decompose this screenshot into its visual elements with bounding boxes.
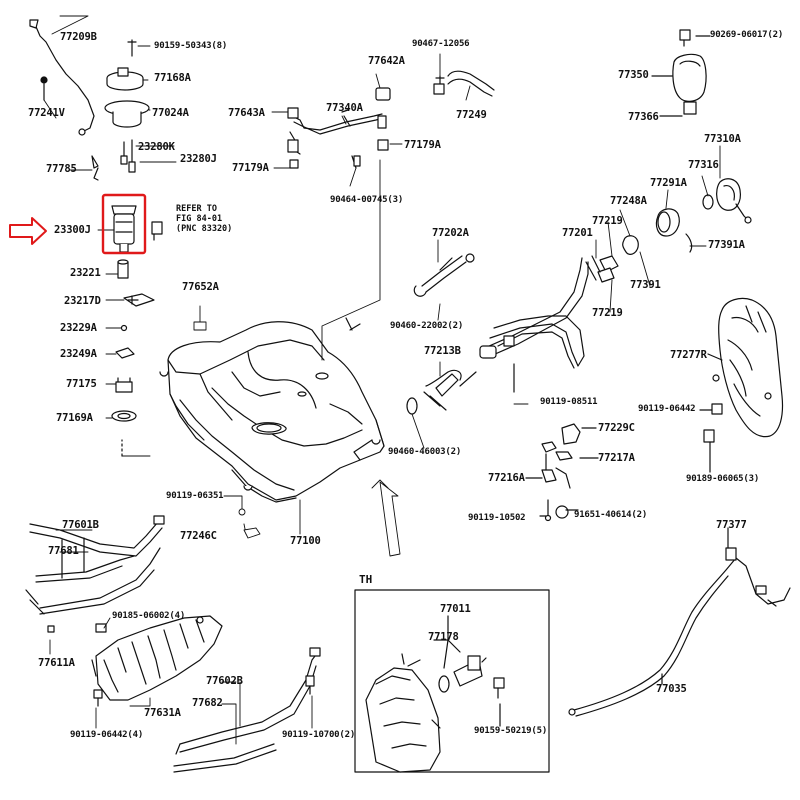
part-label[interactable]: 77213B — [424, 345, 461, 357]
part-label[interactable]: 23280K — [138, 141, 175, 153]
part-label[interactable]: 90119-06442(4) — [70, 730, 144, 740]
part-label[interactable]: 77201 — [562, 227, 593, 239]
part-label[interactable]: 77229C — [598, 422, 635, 434]
part-label[interactable]: 90159-50219(5) — [474, 726, 548, 736]
inset-title: TH — [359, 573, 373, 586]
part-label[interactable]: 77035 — [656, 683, 687, 695]
part-label[interactable]: 77202A — [432, 227, 469, 239]
part-label[interactable]: 23249A — [60, 348, 97, 360]
tank-band-left — [25, 515, 165, 615]
part-label[interactable]: 77366 — [628, 111, 659, 123]
part-label[interactable]: 77642A — [368, 55, 405, 67]
part-label[interactable]: 77246C — [180, 530, 217, 542]
part-label[interactable]: 90464-00745(3) — [330, 195, 404, 205]
part-label[interactable]: 90460-22002(2) — [390, 321, 464, 331]
part-label[interactable]: 77011 — [440, 603, 471, 615]
part-label[interactable]: 77217A — [598, 452, 635, 464]
part-label[interactable]: 77179A — [404, 139, 441, 151]
part-label[interactable]: 77602B — [206, 675, 243, 687]
part-label[interactable]: 23217D — [64, 295, 101, 307]
part-label[interactable]: 23280J — [180, 153, 217, 165]
part-label[interactable]: 77249 — [456, 109, 487, 121]
part-label[interactable]: 90189-06065(3) — [686, 474, 760, 484]
highlight-marker — [9, 193, 147, 255]
part-label[interactable]: 77175 — [66, 378, 97, 390]
part-label[interactable]: 90159-50343(8) — [154, 41, 228, 51]
part-label[interactable]: 77785 — [46, 163, 77, 175]
part-label[interactable]: 77169A — [56, 412, 93, 424]
part-label[interactable]: 77377 — [716, 519, 747, 531]
filler-leader-lines — [411, 145, 721, 449]
part-label[interactable]: 77682 — [192, 697, 223, 709]
part-label[interactable]: 77391A — [708, 239, 745, 251]
part-label[interactable]: 77631A — [144, 707, 181, 719]
part-label[interactable]: 77024A — [152, 107, 189, 119]
part-label[interactable]: 77652A — [182, 281, 219, 293]
part-label[interactable]: 77216A — [488, 472, 525, 484]
refer-note-line: REFER TO — [176, 204, 217, 214]
part-label[interactable]: 77219 — [592, 307, 623, 319]
refer-note-line: FIG 84-01 — [176, 214, 223, 224]
tank-leader-lines — [121, 159, 401, 557]
opener-cable — [568, 527, 791, 717]
part-label[interactable]: 90185-06002(4) — [112, 611, 186, 621]
part-label[interactable]: 77611A — [38, 657, 75, 669]
part-label[interactable]: 90119-10502 — [468, 513, 526, 523]
part-label[interactable]: 77391 — [630, 279, 661, 291]
part-label[interactable]: 77340A — [326, 102, 363, 114]
part-label[interactable]: 77350 — [618, 69, 649, 81]
part-label[interactable]: 77291A — [650, 177, 687, 189]
heat-shield — [699, 297, 784, 473]
part-label[interactable]: 77248A — [610, 195, 647, 207]
part-label[interactable]: 23221 — [70, 267, 101, 279]
part-label[interactable]: 77310A — [704, 133, 741, 145]
bottom-left-leader-lines — [49, 529, 313, 745]
part-label[interactable]: 77316 — [688, 159, 719, 171]
th-inset — [354, 589, 550, 773]
part-label[interactable]: 77178 — [428, 631, 459, 643]
fuel-tank — [159, 317, 385, 503]
part-label[interactable]: 90119-06442 — [638, 404, 696, 414]
part-label[interactable]: 77277R — [670, 349, 707, 361]
clamp-group — [525, 423, 599, 522]
fuel-pump-assembly-column — [29, 19, 163, 457]
part-label[interactable]: 90269-06017(2) — [710, 30, 784, 40]
refer-note: REFER TO FIG 84-01 (PNC 83320) — [176, 204, 232, 234]
part-label[interactable]: 77100 — [290, 535, 321, 547]
part-label[interactable]: 77219 — [592, 215, 623, 227]
part-label[interactable]: 90119-06351 — [166, 491, 224, 501]
refer-note-line: (PNC 83320) — [176, 224, 233, 234]
fuel-lid-group — [651, 29, 711, 117]
filler-neck-assembly — [406, 178, 752, 415]
part-label[interactable]: 91651-40614(2) — [574, 510, 648, 520]
part-label[interactable]: 90460-46003(2) — [388, 447, 462, 457]
vent-line-assembly — [287, 70, 495, 169]
part-label[interactable]: 90467-12056 — [412, 39, 470, 49]
part-label[interactable]: 77241V — [28, 107, 65, 119]
part-label[interactable]: 77168A — [154, 72, 191, 84]
part-label[interactable]: 77643A — [228, 107, 265, 119]
tank-protector — [47, 615, 315, 707]
part-label[interactable]: 23229A — [60, 322, 97, 334]
vent-leader-lines — [271, 53, 471, 187]
part-label[interactable]: 77681 — [48, 545, 79, 557]
part-label[interactable]: 77179A — [232, 162, 269, 174]
tank-band-right — [173, 647, 321, 773]
part-label[interactable]: 90119-10700(2) — [282, 730, 356, 740]
part-label[interactable]: 23300J — [54, 224, 91, 236]
part-label[interactable]: 77601B — [62, 519, 99, 531]
left-leader-lines — [43, 15, 177, 419]
part-label[interactable]: 90119-08511 — [540, 397, 598, 407]
part-label[interactable]: 77209B — [60, 31, 97, 43]
